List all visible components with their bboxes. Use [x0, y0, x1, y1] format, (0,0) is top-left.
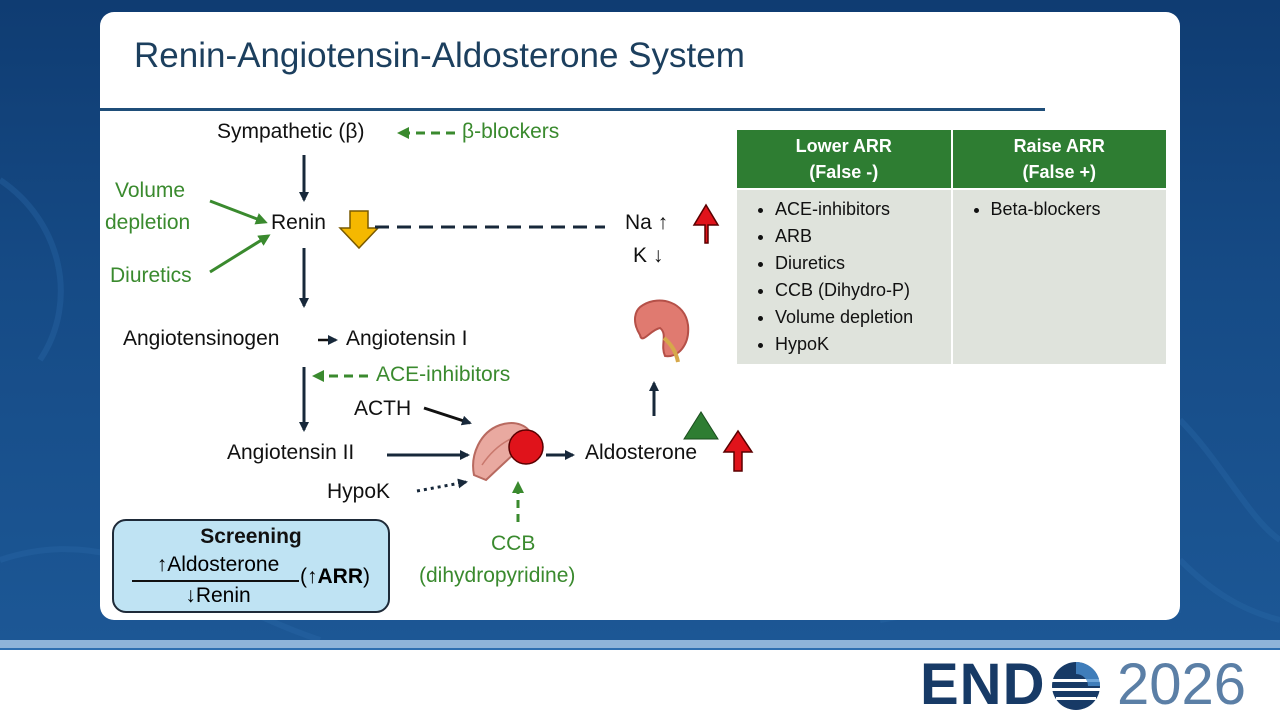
sodium-label: Na ↑: [625, 211, 669, 234]
screening-ratio: (↑ARR): [300, 565, 370, 589]
lower-arr-cell: ACE-inhibitors ARB Diuretics CCB (Dihydr…: [735, 188, 953, 366]
ratio-open: (↑: [300, 565, 318, 588]
ratio-close: ): [363, 565, 370, 588]
list-item: ARB: [775, 223, 951, 250]
header-raise-line1: Raise ARR: [1013, 136, 1105, 156]
ace-inhibitors-label: ACE-inhibitors: [376, 363, 511, 386]
table-header-lower-arr: Lower ARR (False -): [735, 128, 953, 190]
acth-arrow: [423, 406, 472, 426]
header-lower-line1: Lower ARR: [795, 136, 892, 156]
arr-interference-table: Lower ARR (False -) Raise ARR (False +) …: [735, 128, 1168, 366]
slide-title: Renin-Angiotensin-Aldosterone System: [134, 36, 745, 75]
volume-depletion-label-line2: depletion: [105, 211, 191, 234]
footer-stripe-dark: [0, 648, 1280, 650]
diuretics-arrow: [209, 234, 271, 274]
adrenal-tumor-icon: [508, 429, 544, 465]
header-lower-line2: (False -): [809, 162, 879, 182]
fraction-bar: [132, 580, 299, 582]
angiotensinogen-label: Angiotensinogen: [123, 327, 280, 350]
footer-stripe: [0, 640, 1280, 648]
renin-label: Renin: [271, 211, 326, 234]
table-header-raise-arr: Raise ARR (False +): [950, 128, 1168, 190]
header-raise-line2: (False +): [1022, 162, 1097, 182]
list-item: ACE-inhibitors: [775, 196, 951, 223]
list-item: CCB (Dihydro-P): [775, 277, 951, 304]
globe-icon: [1052, 662, 1100, 710]
screening-box: Screening ↑Aldosterone ↓Renin (↑ARR): [112, 519, 390, 613]
aldosterone-label: Aldosterone: [585, 441, 698, 464]
beta-blockers-label: β-blockers: [462, 120, 560, 143]
hypok-label: HypoK: [327, 480, 391, 503]
screening-title: Screening: [200, 525, 302, 548]
endo-logo: END 2026: [920, 655, 1270, 715]
title-underline: [100, 108, 1045, 111]
hypok-arrow: [416, 478, 468, 493]
diuretics-label: Diuretics: [110, 264, 192, 287]
kidney-icon: [634, 299, 690, 363]
renin-down-arrow-icon: [338, 210, 380, 250]
screening-denominator: ↓Renin: [185, 584, 251, 607]
angiotensin-i-label: Angiotensin I: [346, 327, 468, 350]
list-item: Beta-blockers: [991, 196, 1167, 223]
acth-label: ACTH: [354, 397, 412, 420]
volume-depletion-arrow: [209, 199, 268, 225]
ratio-arr: ARR: [317, 565, 364, 588]
list-item: HypoK: [775, 331, 951, 358]
screening-numerator: ↑Aldosterone: [156, 553, 280, 576]
aldosterone-up-arrow-icon: [722, 429, 754, 472]
logo-year: 2026: [1117, 652, 1247, 717]
ccb-label-line2: (dihydropyridine): [419, 564, 576, 587]
volume-depletion-label-line1: Volume: [115, 179, 186, 202]
potassium-label: K ↓: [633, 244, 664, 267]
raise-arr-cell: Beta-blockers: [950, 188, 1168, 366]
logo-brand: END: [920, 652, 1046, 717]
list-item: Diuretics: [775, 250, 951, 277]
na-up-arrow-icon: [692, 203, 720, 244]
list-item: Volume depletion: [775, 304, 951, 331]
angiotensin-ii-label: Angiotensin II: [227, 441, 355, 464]
aldosterone-triangle-icon: [683, 411, 719, 440]
ccb-label-line1: CCB: [491, 532, 536, 555]
sympathetic-label: Sympathetic (β): [217, 120, 365, 143]
